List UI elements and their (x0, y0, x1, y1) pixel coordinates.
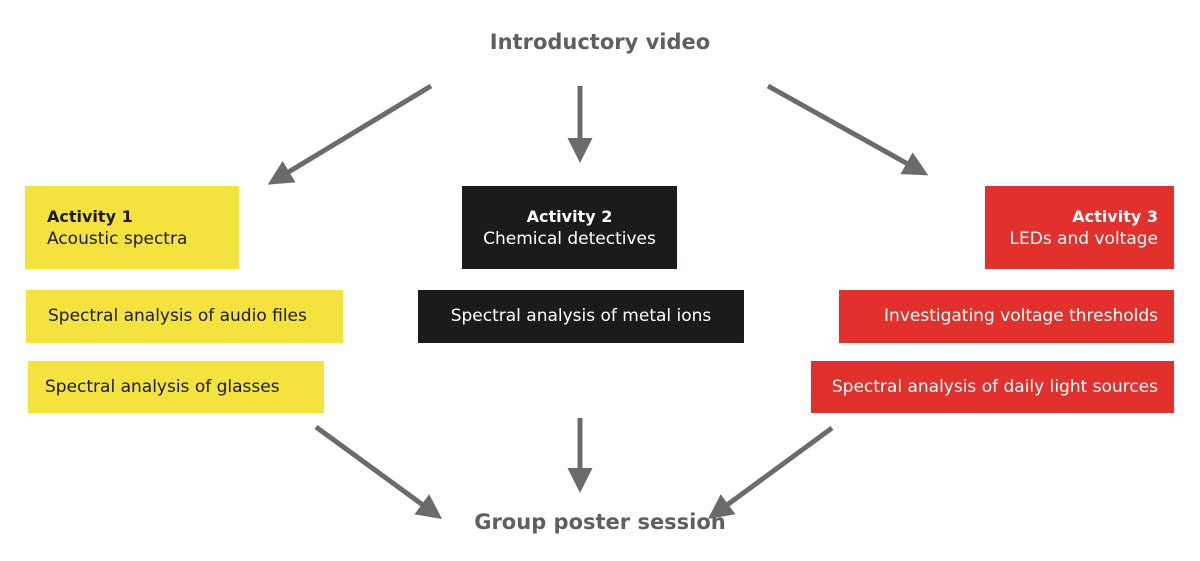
arrow-intro-to-activity-3 (766, 83, 929, 176)
activity-1-task-audio: Spectral analysis of audio files (26, 290, 343, 343)
arrow-intro-to-activity-1 (267, 83, 433, 185)
task-label: Spectral analysis of audio files (48, 306, 307, 326)
activity-2-header: Activity 2 Chemical detectives (462, 186, 677, 269)
activity-1-title: Activity 1 (47, 206, 133, 226)
activity-1-task-glasses: Spectral analysis of glasses (28, 361, 324, 413)
arrow-activity-1-to-poster (314, 424, 443, 519)
arrow-activity-3-to-poster (707, 425, 834, 519)
activity-2-task-metal-ions: Spectral analysis of metal ions (418, 290, 744, 343)
intro-video-title: Introductory video (489, 30, 711, 54)
activity-3-task-light-sources: Spectral analysis of daily light sources (811, 361, 1174, 413)
activity-3-header: Activity 3 LEDs and voltage (985, 186, 1174, 269)
task-label: Spectral analysis of metal ions (450, 306, 712, 326)
activity-3-task-voltage: Investigating voltage thresholds (839, 290, 1174, 343)
activity-2-subtitle: Chemical detectives (483, 228, 656, 249)
activity-3-title: Activity 3 (1072, 206, 1158, 226)
activity-3-subtitle: LEDs and voltage (1009, 228, 1158, 249)
task-label: Spectral analysis of glasses (45, 376, 280, 397)
activity-1-subtitle: Acoustic spectra (47, 228, 188, 249)
task-label: Investigating voltage thresholds (884, 306, 1158, 326)
poster-session-title: Group poster session (474, 510, 726, 534)
activity-1-header: Activity 1 Acoustic spectra (25, 186, 239, 269)
activity-2-title: Activity 2 (526, 206, 613, 226)
task-label: Spectral analysis of daily light sources (831, 376, 1158, 397)
